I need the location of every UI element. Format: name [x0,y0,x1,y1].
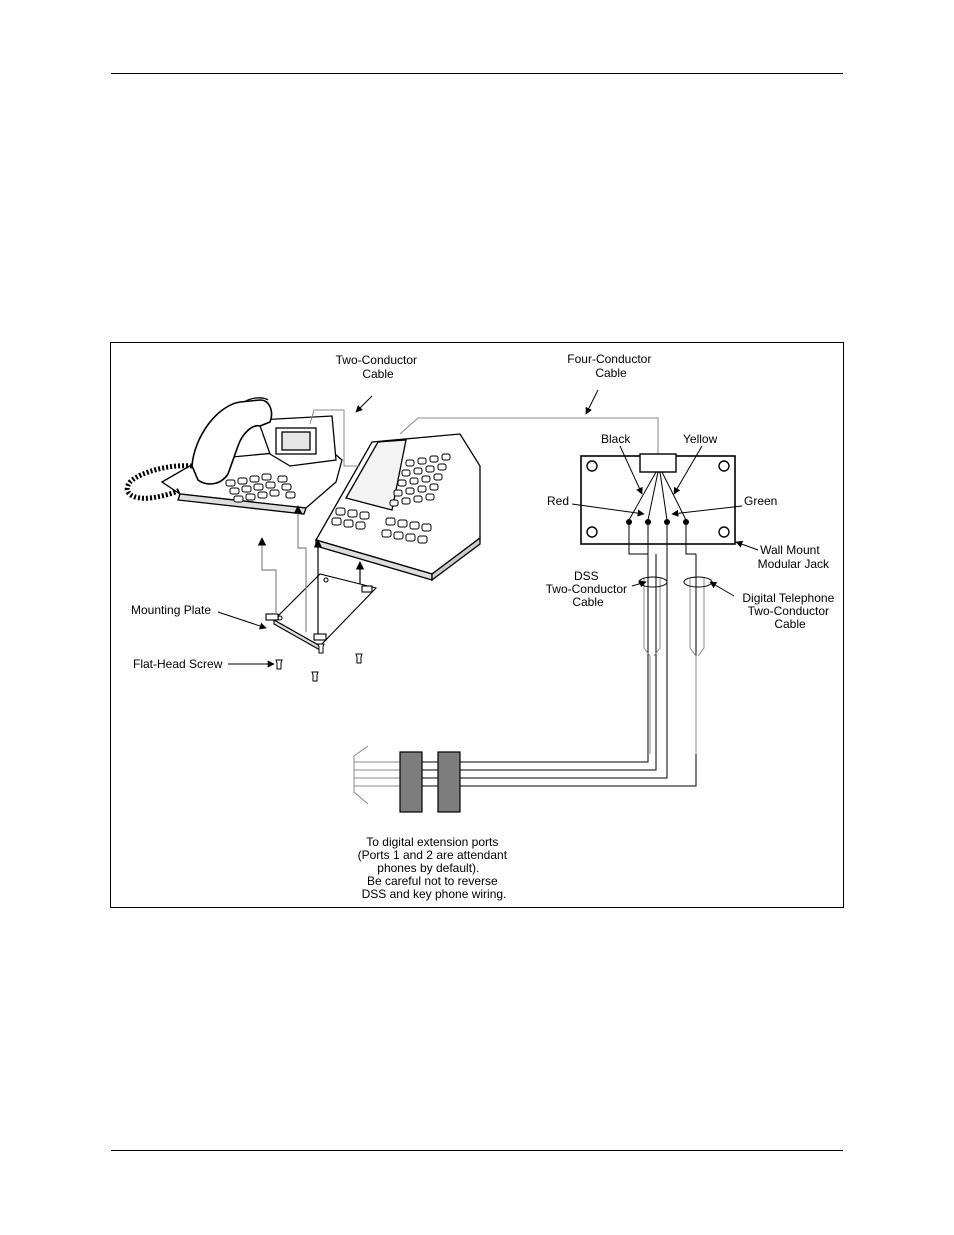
label-black: Black [601,432,631,446]
flat-head-screws [275,643,363,682]
footer-rule [111,1150,843,1151]
dss-console [315,433,481,582]
two-conductor-cable [309,409,360,467]
four-conductor-cable [399,417,659,454]
connector-block-1 [399,751,423,813]
key-telephone [124,397,343,515]
header-rule [111,73,843,74]
mounting-plate [265,573,378,651]
label-digital-telephone-cable: Digital Telephone Two-Conductor Cable [742,591,837,631]
label-green: Green [744,494,777,508]
digital-telephone-pointer [709,581,735,597]
assembly-arrows [257,505,365,634]
dss-cable-pointer [631,580,647,588]
two-conductor-pointer [355,395,373,413]
figure-border [110,342,844,908]
wire-color-pointers [571,445,759,551]
cable-sheaths [638,576,713,754]
wiring-diagram: Two-Conductor Cable Four-Conductor Cable… [110,342,844,908]
punch-down-block [353,745,406,805]
label-red: Red [547,494,569,508]
label-wall-mount-jack: Wall Mount Modular Jack [758,543,830,571]
label-four-conductor-cable: Four-Conductor Cable [567,352,654,380]
label-flat-head-screw: Flat-Head Screw [133,657,223,671]
connector-block-2 [437,751,461,813]
label-note: To digital extension ports (Ports 1 and … [358,835,511,901]
wiring-figure: Two-Conductor Cable Four-Conductor Cable… [110,342,844,908]
wall-mount-jack [580,453,736,545]
label-two-conductor-cable: Two-Conductor Cable [336,353,421,381]
mounting-plate-pointer [217,611,267,630]
label-mounting-plate: Mounting Plate [131,603,211,617]
label-yellow: Yellow [683,432,718,446]
four-conductor-pointer [585,389,599,415]
label-dss-cable: DSS Two-Conductor Cable [546,569,631,609]
